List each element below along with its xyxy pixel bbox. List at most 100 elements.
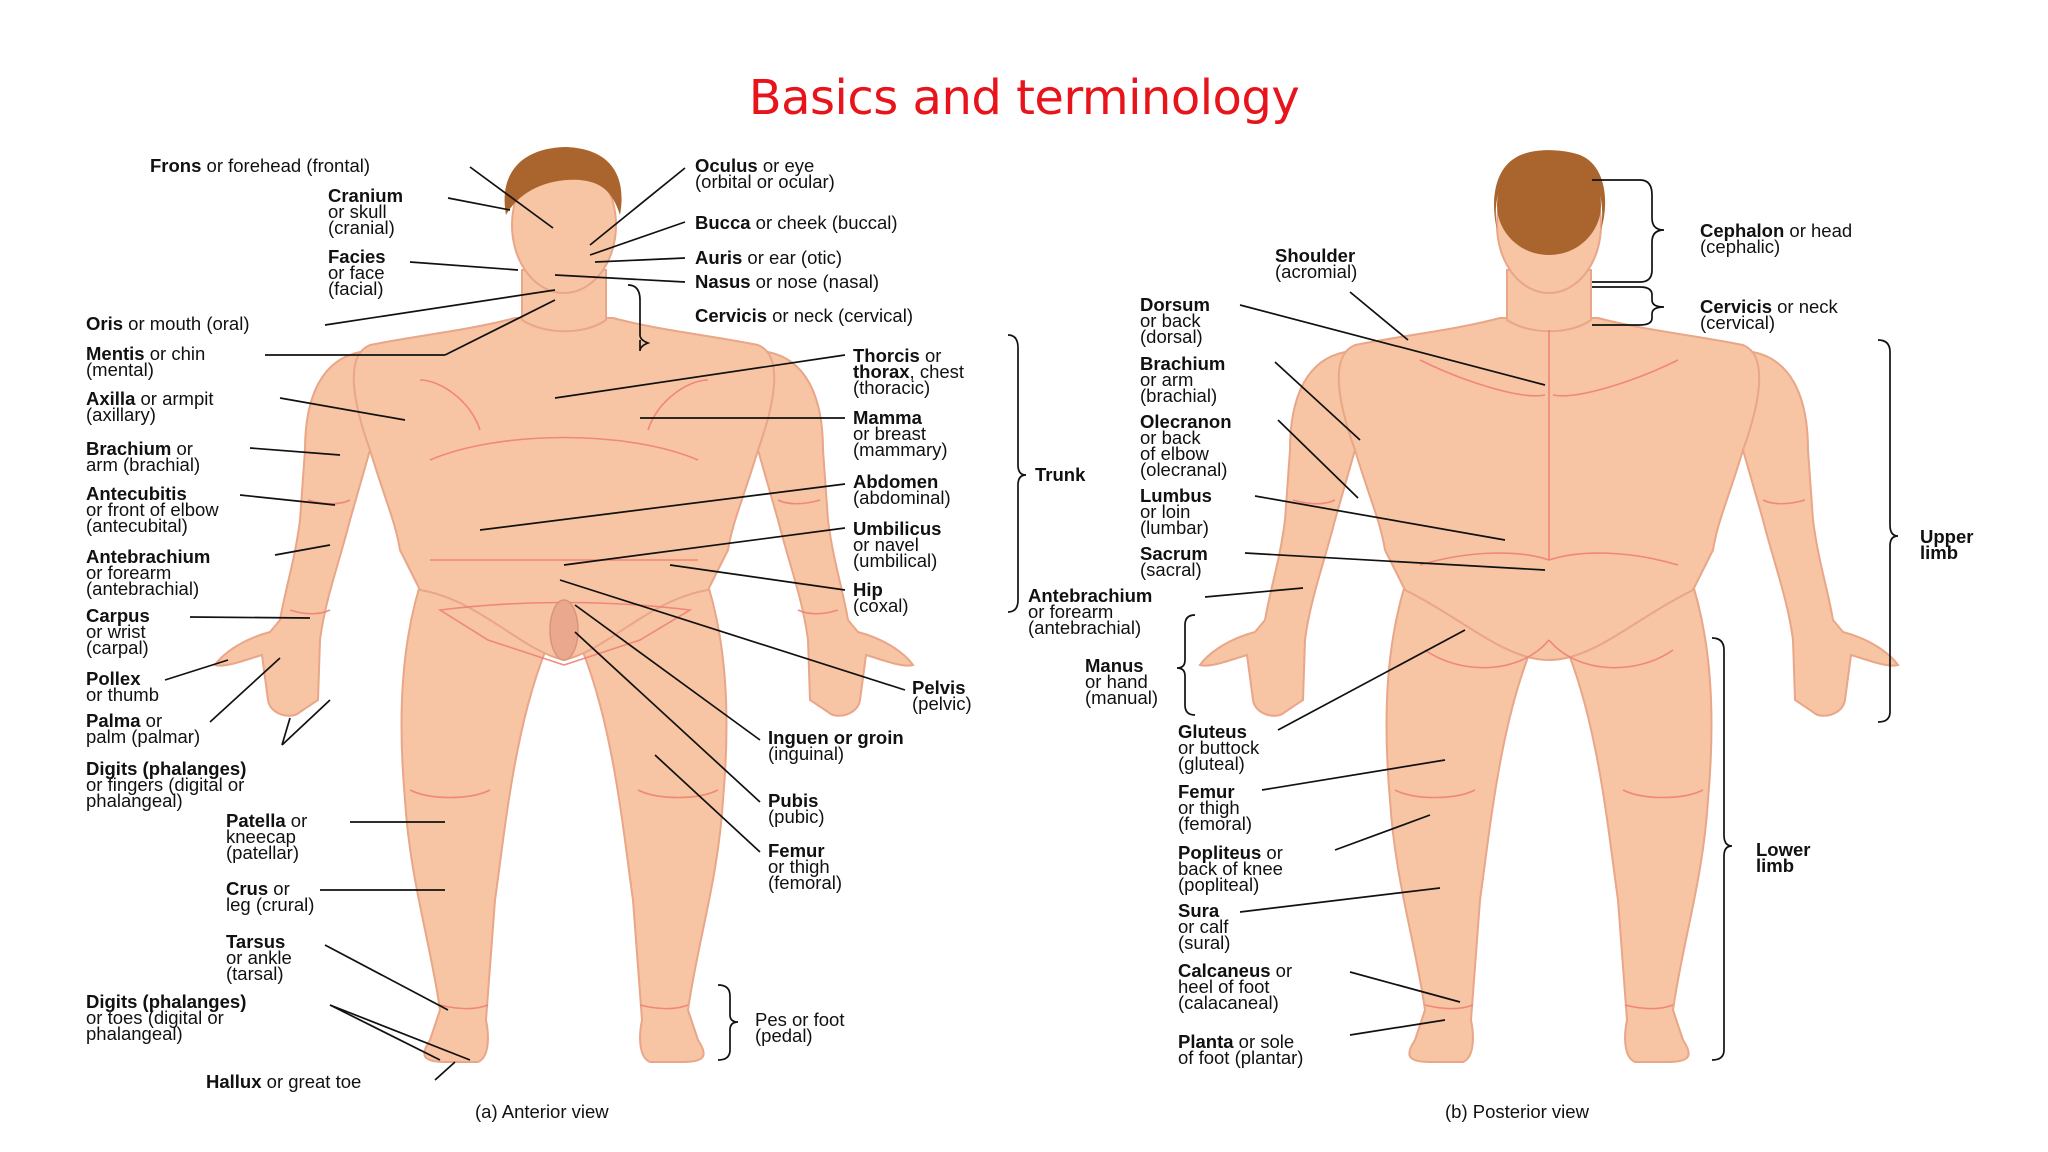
label-lumbus-l2: or loin xyxy=(1140,501,1190,522)
label-patella-l2: kneecap xyxy=(226,826,296,847)
label-femur-posterior-l2: or thigh xyxy=(1178,797,1240,818)
label-pes: Pes or foot xyxy=(755,1009,844,1030)
label-crus-l2: leg (crural) xyxy=(226,894,314,915)
label-nasus: Nasus or nose (nasal) xyxy=(695,271,879,292)
label-antebrachium-l2: or forearm xyxy=(86,562,171,583)
label-hip: Hip xyxy=(853,579,883,600)
label-cephalon: Cephalon or head xyxy=(1700,220,1852,241)
label-abdomen-l2: (abdominal) xyxy=(853,487,951,508)
slide-title: Basics and terminology xyxy=(748,70,1300,126)
posterior-leaders xyxy=(1176,179,1899,1061)
label-bucca: Bucca or cheek (buccal) xyxy=(695,212,898,233)
label-femur-anterior-l2: or thigh xyxy=(768,856,830,877)
label-dorsum-l3: (dorsal) xyxy=(1140,326,1203,347)
label-cranium-l2: or skull xyxy=(328,201,387,222)
label-carpus: Carpus xyxy=(86,605,150,626)
label-sura-l2: or calf xyxy=(1178,916,1229,937)
label-popliteus-l2: back of knee xyxy=(1178,858,1283,879)
label-popliteus-l3: (popliteal) xyxy=(1178,874,1259,895)
label-crus: Crus or xyxy=(226,878,290,899)
label-gluteus-l3: (gluteal) xyxy=(1178,753,1245,774)
label-cephalon-l2: (cephalic) xyxy=(1700,236,1780,257)
anterior-labels: Frons or forehead (frontal) Cranium or s… xyxy=(86,155,1086,1122)
label-femur-posterior: Femur xyxy=(1178,781,1235,802)
label-manus-l3: (manual) xyxy=(1085,687,1158,708)
label-gluteus: Gluteus xyxy=(1178,721,1247,742)
label-upper-limb-l2: limb xyxy=(1920,542,1958,563)
label-tarsus-l3: (tarsal) xyxy=(226,963,284,984)
label-facies-l3: (facial) xyxy=(328,278,384,299)
label-antebrachium-posterior: Antebrachium xyxy=(1028,585,1152,606)
label-brachium-posterior-l2: or arm xyxy=(1140,369,1193,390)
label-hallux: Hallux or great toe xyxy=(206,1071,361,1092)
label-trunk: Trunk xyxy=(1035,464,1086,485)
label-carpus-l3: (carpal) xyxy=(86,637,149,658)
label-pelvis-l2: (pelvic) xyxy=(912,693,972,714)
label-olecranon: Olecranon xyxy=(1140,411,1232,432)
label-thorcis: Thorcis or xyxy=(853,345,941,366)
label-gluteus-l2: or buttock xyxy=(1178,737,1260,758)
label-tarsus: Tarsus xyxy=(226,931,285,952)
label-calcaneus-l2: heel of foot xyxy=(1178,976,1270,997)
label-antebrachium: Antebrachium xyxy=(86,546,210,567)
label-lumbus-l3: (lumbar) xyxy=(1140,517,1209,538)
label-antecubitis-l2: or front of elbow xyxy=(86,499,219,520)
label-pollex: Pollex xyxy=(86,668,141,689)
label-shoulder: Shoulder xyxy=(1275,245,1355,266)
label-mentis-l2: (mental) xyxy=(86,359,154,380)
label-tarsus-l2: or ankle xyxy=(226,947,292,968)
anterior-leaders xyxy=(164,166,1027,1081)
label-dorsum-l2: or back xyxy=(1140,310,1201,331)
label-manus: Manus xyxy=(1085,655,1144,676)
label-olecranon-l2: or back xyxy=(1140,427,1201,448)
label-thorcis-l2: thorax, chest xyxy=(853,361,964,382)
label-axilla-l2: (axillary) xyxy=(86,404,156,425)
label-oculus-l2: (orbital or ocular) xyxy=(695,171,835,192)
label-inguen: Inguen or groin xyxy=(768,727,904,748)
label-umbilicus-l2: or navel xyxy=(853,534,919,555)
label-brachium-l2: arm (brachial) xyxy=(86,454,200,475)
caption-anterior: (a) Anterior view xyxy=(475,1101,609,1122)
label-lumbus: Lumbus xyxy=(1140,485,1212,506)
label-femur-anterior: Femur xyxy=(768,840,825,861)
label-digits-foot-l2: or toes (digital or xyxy=(86,1007,224,1028)
label-mentis: Mentis or chin xyxy=(86,343,205,364)
label-sacrum-l2: (sacral) xyxy=(1140,559,1202,580)
label-sura-l3: (sural) xyxy=(1178,932,1230,953)
label-mamma: Mamma xyxy=(853,407,923,428)
label-oculus: Oculus or eye xyxy=(695,155,814,176)
label-lower-limb-l2: limb xyxy=(1756,855,1794,876)
label-patella-l3: (patellar) xyxy=(226,842,299,863)
label-brachium-posterior: Brachium xyxy=(1140,353,1225,374)
label-umbilicus: Umbilicus xyxy=(853,518,941,539)
label-brachium-posterior-l3: (brachial) xyxy=(1140,385,1217,406)
label-antecubitis: Antecubitis xyxy=(86,483,187,504)
label-lower-limb: Lower xyxy=(1756,839,1810,860)
posterior-labels: Shoulder (acromial) Dorsum or back (dors… xyxy=(1028,220,1973,1122)
label-cervicis-posterior: Cervicis or neck xyxy=(1700,296,1839,317)
label-abdomen: Abdomen xyxy=(853,471,938,492)
label-frons: Frons or forehead (frontal) xyxy=(150,155,370,176)
label-carpus-l2: or wrist xyxy=(86,621,146,642)
label-antebrachium-posterior-l3: (antebrachial) xyxy=(1028,617,1141,638)
label-thorcis-l3: (thoracic) xyxy=(853,377,930,398)
label-digits-foot: Digits (phalanges) xyxy=(86,991,246,1012)
label-palma-l2: palm (palmar) xyxy=(86,726,200,747)
label-facies: Facies xyxy=(328,246,386,267)
label-digits-hand: Digits (phalanges) xyxy=(86,758,246,779)
label-popliteus: Popliteus or xyxy=(1178,842,1283,863)
label-calcaneus: Calcaneus or xyxy=(1178,960,1292,981)
label-digits-foot-l3: phalangeal) xyxy=(86,1023,183,1044)
anterior-body xyxy=(213,147,915,1063)
label-planta: Planta or sole xyxy=(1178,1031,1294,1052)
label-antecubitis-l3: (antecubital) xyxy=(86,515,188,536)
label-femur-posterior-l3: (femoral) xyxy=(1178,813,1252,834)
label-brachium: Brachium or xyxy=(86,438,193,459)
label-dorsum: Dorsum xyxy=(1140,294,1210,315)
label-manus-l2: or hand xyxy=(1085,671,1148,692)
label-mamma-l3: (mammary) xyxy=(853,439,948,460)
label-shoulder-l2: (acromial) xyxy=(1275,261,1357,282)
label-mamma-l2: or breast xyxy=(853,423,926,444)
label-sura: Sura xyxy=(1178,900,1220,921)
label-cranium: Cranium xyxy=(328,185,403,206)
